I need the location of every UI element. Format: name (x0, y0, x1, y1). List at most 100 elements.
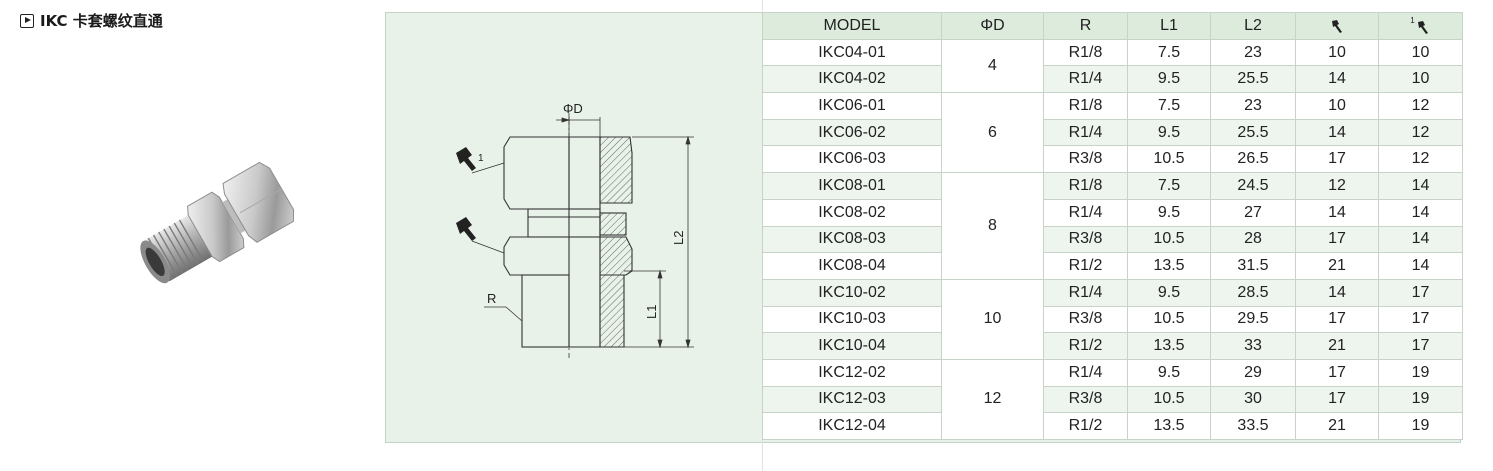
cell-h2: 19 (1378, 358, 1463, 387)
cell-r: R3/8 (1043, 225, 1128, 254)
cell-l1: 9.5 (1127, 65, 1211, 94)
cell-l2: 23 (1210, 38, 1296, 67)
cell-l1: 10.5 (1127, 385, 1211, 414)
cell-r: R1/2 (1043, 412, 1128, 440)
cell-l2: 24.5 (1210, 172, 1296, 200)
cell-r: R1/4 (1043, 278, 1128, 307)
cell-l2: 30 (1210, 385, 1296, 414)
cell-h2: 17 (1378, 278, 1463, 307)
cell-model: IKC04-02 (762, 65, 942, 94)
cell-r: R1/8 (1043, 38, 1128, 67)
cell-h1: 10 (1295, 38, 1379, 67)
cell-model: IKC10-04 (762, 332, 942, 360)
cell-h2: 14 (1378, 198, 1463, 227)
cell-model: IKC08-03 (762, 225, 942, 254)
cell-h1: 17 (1295, 145, 1379, 174)
cell-h2: 19 (1378, 385, 1463, 414)
cell-r: R1/8 (1043, 172, 1128, 200)
cell-h1: 14 (1295, 65, 1379, 94)
cell-r: R1/4 (1043, 198, 1128, 227)
cell-model: IKC12-04 (762, 412, 942, 440)
cell-h1: 14 (1295, 198, 1379, 227)
cell-l2: 29 (1210, 358, 1296, 387)
cell-h2: 14 (1378, 225, 1463, 254)
cell-l1: 9.5 (1127, 358, 1211, 387)
cell-h2: 12 (1378, 145, 1463, 174)
col-l2: L2 (1210, 12, 1296, 40)
cross-section-drawing: ΦD L2 L1 R 1 (456, 101, 694, 358)
cell-d: 10 (941, 278, 1044, 360)
cell-model: IKC04-01 (762, 38, 942, 67)
cell-h2: 12 (1378, 118, 1463, 147)
cell-l1: 13.5 (1127, 252, 1211, 280)
cell-l2: 33 (1210, 332, 1296, 360)
cell-h1: 10 (1295, 92, 1379, 120)
cell-h1: 21 (1295, 252, 1379, 280)
cell-model: IKC08-04 (762, 252, 942, 280)
cell-model: IKC10-02 (762, 278, 942, 307)
cell-model: IKC08-02 (762, 198, 942, 227)
cell-l1: 10.5 (1127, 145, 1211, 174)
cell-h1: 14 (1295, 118, 1379, 147)
cell-r: R1/4 (1043, 358, 1128, 387)
cell-l2: 27 (1210, 198, 1296, 227)
cell-r: R3/8 (1043, 385, 1128, 414)
col-wrench-1-sup: 1 (1410, 15, 1415, 25)
cell-l2: 26.5 (1210, 145, 1296, 174)
cell-l1: 7.5 (1127, 92, 1211, 120)
cell-r: R1/4 (1043, 118, 1128, 147)
cell-l1: 7.5 (1127, 38, 1211, 67)
cell-l1: 9.5 (1127, 278, 1211, 307)
col-r: R (1043, 12, 1128, 40)
drawing-label-r: R (487, 291, 496, 306)
cell-h1: 21 (1295, 332, 1379, 360)
section-title: IKC 卡套螺纹直通 (20, 10, 163, 31)
cell-h1: 17 (1295, 358, 1379, 387)
cell-d: 4 (941, 38, 1044, 94)
cell-h2: 17 (1378, 305, 1463, 334)
cell-model: IKC06-03 (762, 145, 942, 174)
cell-l2: 33.5 (1210, 412, 1296, 440)
cell-r: R1/4 (1043, 65, 1128, 94)
cell-h1: 14 (1295, 278, 1379, 307)
cell-d: 8 (941, 172, 1044, 280)
cell-model: IKC12-02 (762, 358, 942, 387)
cell-h1: 12 (1295, 172, 1379, 200)
cell-l1: 7.5 (1127, 172, 1211, 200)
cell-d: 12 (941, 358, 1044, 441)
fitting-photo (140, 161, 295, 284)
cell-l2: 28.5 (1210, 278, 1296, 307)
cell-l1: 10.5 (1127, 305, 1211, 334)
col-d: ΦD (941, 12, 1044, 40)
cell-h1: 17 (1295, 385, 1379, 414)
col-model: MODEL (762, 12, 942, 40)
cell-h1: 17 (1295, 305, 1379, 334)
cell-l1: 9.5 (1127, 118, 1211, 147)
cell-r: R3/8 (1043, 145, 1128, 174)
cell-r: R1/8 (1043, 92, 1128, 120)
section-title-text: IKC 卡套螺纹直通 (40, 12, 163, 30)
cell-l1: 9.5 (1127, 198, 1211, 227)
col-l1: L1 (1127, 12, 1211, 40)
cell-model: IKC12-03 (762, 385, 942, 414)
cell-r: R3/8 (1043, 305, 1128, 334)
cell-h2: 14 (1378, 172, 1463, 200)
cell-l1: 13.5 (1127, 332, 1211, 360)
wrench-icon (1332, 19, 1342, 33)
cell-r: R1/2 (1043, 252, 1128, 280)
col-wrench (1295, 12, 1379, 40)
cell-h1: 21 (1295, 412, 1379, 440)
wrench-icon (1417, 20, 1428, 34)
col-wrench-1: 1 (1378, 12, 1463, 40)
cell-l2: 23 (1210, 92, 1296, 120)
cell-h2: 10 (1378, 65, 1463, 94)
cell-r: R1/2 (1043, 332, 1128, 360)
